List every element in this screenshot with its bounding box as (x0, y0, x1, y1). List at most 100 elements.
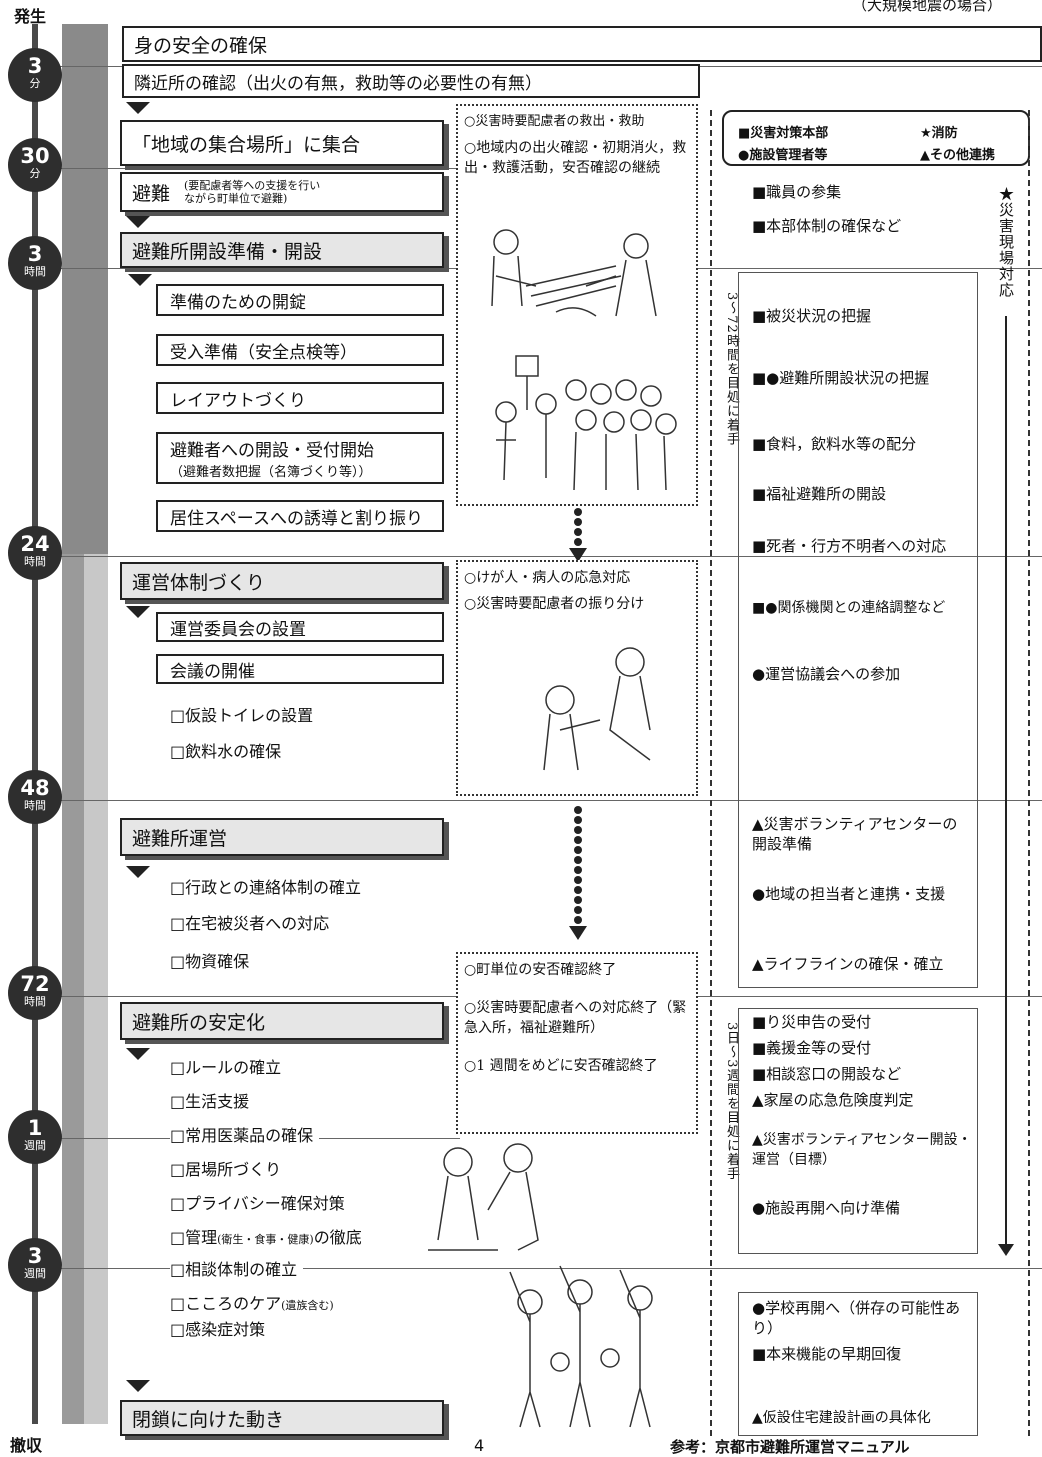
step-evacuate: 避難 (要配慮者等への支援を行い ながら町単位で避難) (120, 172, 444, 212)
illustration-care-icon (428, 1143, 539, 1251)
right-lower-item: ■り災申告の受付 (752, 1013, 872, 1031)
fire-response-arrow-head (998, 1244, 1014, 1256)
right-lower-item: ▲災害ボランティアセンター開設・運営（目標） (752, 1132, 972, 1168)
check-water: □飲料水の確保 (170, 742, 282, 761)
step-operation: 避難所運営 (120, 818, 444, 856)
phase-band-shadow (62, 554, 84, 1424)
step-arrow (126, 1048, 150, 1060)
right-mid-item: ■福祉避難所の開設 (752, 485, 887, 503)
step-arrow (126, 102, 150, 114)
phase-band-dark (62, 24, 108, 554)
illustration-evacuation-icon (495, 355, 677, 491)
check-management-label: □管理 (170, 1228, 218, 1247)
right-top-item: ■職員の参集 (752, 183, 842, 201)
flow-arrow (569, 508, 587, 562)
right-period-label-2: 3日〜3週間を目処に着手 (724, 1022, 739, 1181)
time-line-48h (60, 800, 1042, 801)
substep-reception-note: （避難者数把握（名簿づくり等）） (170, 465, 372, 480)
substep-committee: 運営委員会の設置 (156, 612, 444, 642)
right-mid-item: ■●関係機関との連絡調整など (752, 600, 946, 616)
check-home-evacuees: □在宅被災者への対応 (170, 914, 330, 933)
illustration-first-aid-icon (543, 647, 651, 771)
right-lower-item: ▲家屋の応急危険度判定 (752, 1091, 914, 1109)
time-line-3w (60, 1268, 1042, 1269)
legend-hq: ■災害対策本部 (738, 126, 829, 141)
step-arrow (126, 606, 150, 618)
end-label: 撤収 (10, 1436, 43, 1455)
substep-layout: レイアウトづくり (156, 382, 444, 414)
substep-reception-label: 避難者への開設・受付開始 (170, 441, 374, 461)
scope-note: （大規模地震の場合） (852, 0, 1003, 14)
right-lower-item: ■義援金等の受付 (752, 1039, 872, 1057)
check-consultation: □相談体制の確立 (170, 1256, 304, 1280)
right-mid-item: ▲ライフラインの確保・確立 (752, 955, 944, 973)
check-supplies: □物資確保 (170, 952, 250, 971)
right-lower-panel (738, 1008, 978, 1254)
step-evacuate-note: (要配慮者等への支援を行い ながら町単位で避難) (184, 179, 321, 205)
check-life-support: □生活支援 (170, 1092, 250, 1111)
check-admin-contact: □行政との連絡体制の確立 (170, 878, 361, 897)
right-bottom-item: ●学校再開へ（併存の可能性あり） (752, 1299, 961, 1337)
flow-arrow (569, 806, 587, 940)
middle-firstaid-line: ○災害時要配慮者の振り分け (464, 596, 645, 612)
right-top-item: ■本部体制の確保など (752, 217, 902, 235)
step-safety: 身の安全の確保 (122, 26, 1042, 62)
right-lower-item: ■相談窓口の開設など (752, 1065, 902, 1083)
check-mental-care: □こころのケア(遺族含む) (170, 1290, 334, 1314)
right-mid-item: ■食料，飲料水等の配分 (752, 435, 917, 453)
legend-other: ▲その他連携 (920, 148, 995, 163)
substep-unlock: 準備のための開錠 (156, 284, 444, 316)
right-period-label-1: 3〜72時間を目処に着手 (724, 292, 739, 446)
step-closure: 閉鎖に向けた動き (120, 1400, 444, 1436)
step-evacuate-label: 避難 (132, 182, 171, 205)
right-bottom-item: ■本来機能の早期回復 (752, 1345, 902, 1363)
right-mid-item: ●運営協議会への参加 (752, 665, 901, 683)
step-arrow (126, 216, 150, 228)
time-line-30min (60, 168, 460, 169)
legend-fire: ★消防 (920, 126, 958, 141)
right-mid-item: ▲災害ボランティアセンターの開設準備 (752, 815, 958, 853)
legend-facility: ●施設管理者等 (738, 148, 828, 163)
step-management-setup: 運営体制づくり (120, 562, 444, 600)
middle-confirm-line: ○町単位の安否確認終了 (464, 962, 617, 978)
fire-response-arrow-line (1005, 316, 1007, 1246)
start-label: 発生 (14, 7, 47, 26)
step-stabilize: 避難所の安定化 (120, 1002, 444, 1040)
right-dashed-right (1028, 110, 1030, 1436)
step-arrow (128, 274, 152, 286)
check-medicine: □常用医薬品の確保 (170, 1122, 320, 1146)
middle-rescue-line: ○災害時要配慮者の救出・救助 (464, 114, 645, 129)
check-rules: □ルールの確立 (170, 1058, 282, 1077)
time-line-24h (60, 556, 1042, 557)
substep-meeting: 会議の開催 (156, 654, 444, 684)
middle-confirm-line: ○災害時要配慮者への対応終了（緊急入所，福祉避難所） (464, 1000, 687, 1036)
step-gather: 「地域の集合場所」に集合 (120, 120, 444, 166)
step-neighbor-check: 隣近所の確認（出火の有無，救助等の必要性の有無） (122, 64, 700, 98)
page-number: 4 (474, 1436, 485, 1455)
right-mid-item: ●地域の担当者と連携・支援 (752, 885, 946, 903)
right-bottom-panel (738, 1292, 978, 1436)
check-management-note: (衛生・食事・健康) (217, 1233, 314, 1246)
check-management-tail: の徹底 (313, 1228, 362, 1247)
substep-guidance: 居住スペースへの誘導と割り振り (156, 500, 444, 532)
substep-prep: 受入準備（安全点検等） (156, 334, 444, 366)
timeline-bar (32, 24, 38, 1424)
right-mid-item: ■被災状況の把握 (752, 307, 872, 325)
illustration-rescue-icon (491, 229, 657, 317)
check-management: □管理(衛生・食事・健康)の徹底 (170, 1224, 362, 1248)
middle-box-rescue: ○災害時要配慮者の救出・救助 ○地域内の出火確認・初期消火，救出・救護活動，安否… (456, 104, 698, 506)
fire-response-label: ★災害現場対応 (997, 186, 1015, 298)
check-infection: □感染症対策 (170, 1320, 266, 1339)
right-mid-item: ■●避難所開設状況の把握 (752, 369, 930, 387)
check-mental-care-note: (遺族含む) (281, 1299, 334, 1312)
middle-box-confirmation: ○町単位の安否確認終了 ○災害時要配慮者への対応終了（緊急入所，福祉避難所） ○… (456, 952, 698, 1134)
legend: ■災害対策本部 ★消防 ●施設管理者等 ▲その他連携 (722, 110, 1030, 166)
check-privacy: □プライバシー確保対策 (170, 1194, 345, 1213)
reference-note: 参考：京都市避難所運営マニュアル (670, 1438, 910, 1456)
